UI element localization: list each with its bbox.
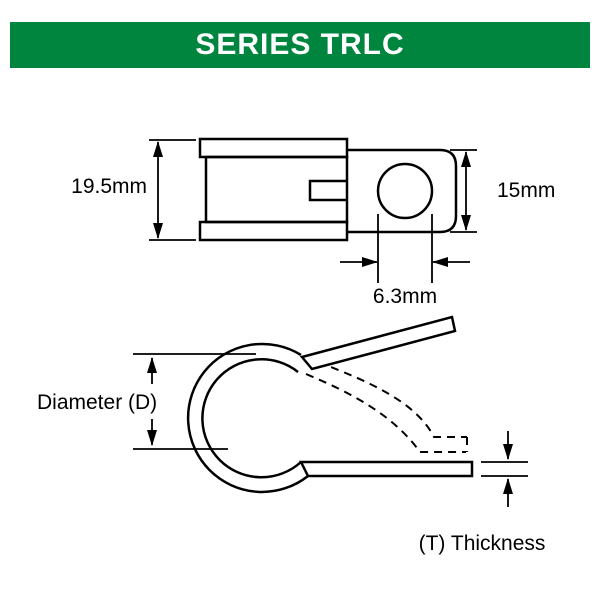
dim-label-tab-height: 15mm xyxy=(497,179,555,202)
clamp-side-view xyxy=(186,315,474,494)
top-view-dimensions xyxy=(149,139,477,283)
header-banner: SERIES TRLC xyxy=(10,22,590,68)
hidden-band-top xyxy=(317,361,467,438)
loop-outer-edge xyxy=(186,342,309,494)
hidden-band-outline xyxy=(305,361,468,453)
band-bottom-edge xyxy=(198,220,349,242)
mounting-hole xyxy=(376,162,434,220)
strap-upper xyxy=(299,315,457,371)
screw-slot xyxy=(308,179,347,202)
dim-label-overall-height: 19.5mm xyxy=(71,175,147,198)
hidden-band-bottom xyxy=(305,373,466,453)
dim-label-diameter: Diameter (D) xyxy=(37,391,157,414)
clamp-top-view xyxy=(198,137,458,242)
strap-tail xyxy=(298,460,474,478)
page-title: SERIES TRLC xyxy=(195,28,405,61)
mounting-tab xyxy=(347,148,458,234)
band-top-edge xyxy=(198,137,349,159)
dim-label-hole-diameter: 6.3mm xyxy=(373,285,437,308)
side-view-dimensions xyxy=(133,353,528,507)
dim-label-thickness: (T) Thickness xyxy=(419,532,546,555)
clamp-body xyxy=(204,155,349,224)
loop-inner-edge xyxy=(201,358,302,479)
